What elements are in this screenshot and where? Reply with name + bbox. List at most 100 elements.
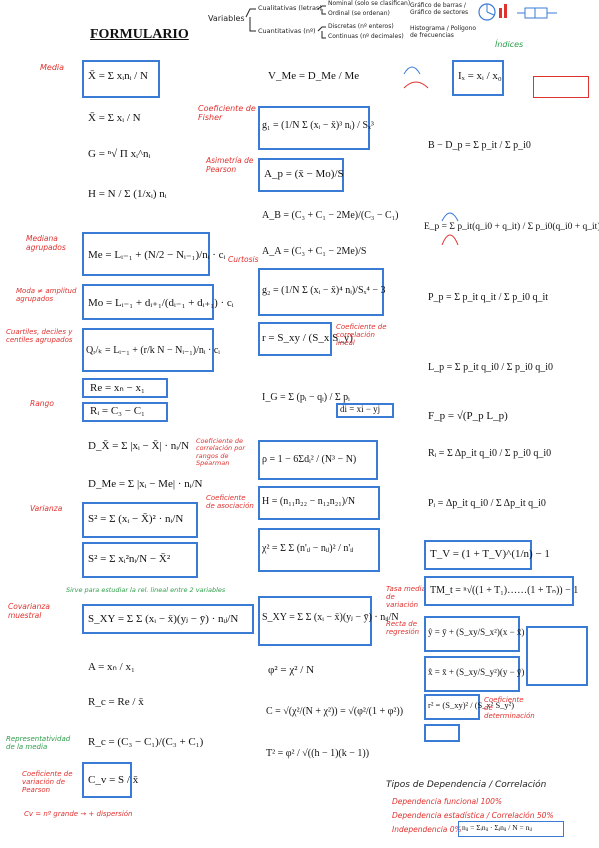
box-media-ponderada [82,60,160,98]
label-rango: Rango [30,399,54,408]
formula-fisher: g₁ = (1/N Σ (xᵢ − x̄)³ nᵢ) / Sₓ³ [262,120,374,131]
formula-varianza-a: S² = Σ (xᵢ − X̄)² · nᵢ/N [88,513,184,525]
dep-funcional: Dependencia funcional 100% [392,797,503,806]
label-covarianza: Covarianza muestral [8,602,50,620]
label-indices: Índices [495,40,524,49]
formula-repercusion: Rᵢ = Σ Δp_it q_i0 / Σ p_i0 q_i0 [428,448,552,459]
box-coef-variacion [82,762,132,798]
box-correlacion [258,322,332,356]
label-cuartiles: Cuartiles, deciles y centiles agrupados [6,328,73,345]
formula-phi2: φ² = χ² / N [268,664,315,676]
formula-indice-simple: Iₓ = xᵢ / x₀ [458,70,502,82]
formula-regresion-x: x̂ = x̄ + (S_xy/S_y²)(y − ȳ) [428,667,525,677]
label-moda: Moda ≠ amplitud agrupados [16,287,77,304]
formula-asociacion: H = (n₁₁n₂₂ − n₁₂n₂₁)/N [262,496,356,507]
formula-participacion: Pᵢ = Δp_it q_i0 / Σ Δp_it q_i0 [428,498,546,509]
box-recorrido-intercuartilico [82,402,168,422]
formula-laspeyres: L_p = Σ p_it q_i0 / Σ p_i0 q_i0 [428,362,554,373]
formula-spearman: ρ = 1 − 6Σdᵢ² / (N³ − N) [262,454,357,465]
label-coef-variacion: Coeficiente de variación de Pearson [22,770,73,795]
dep-formula: nᵢⱼ = Σᵢnᵢⱼ · Σⱼnᵢⱼ / N = nᵢⱼ [462,823,532,832]
label-correlacion: Coeficiente de correlación lineal [336,323,387,348]
distribution-sketch-icon [403,66,429,89]
formula-coef-variacion: C_v = S / x̄ [88,774,139,786]
formula-contingencia: C = √(χ²/(N + χ²)) = √(φ²/(1 + φ²)) [266,706,404,717]
formula-edgeworth: E_p = Σ p_it(q_i0 + q_it) / Σ p_i0(q_i0 … [424,222,599,232]
label-mediana: Mediana agrupados [26,234,66,252]
formula-rc1: R_c = Re / x̄ [88,696,144,708]
formula-media: X̄ = Σ xᵢ / N [88,112,141,124]
formula-curtosis: g₂ = (1/N Σ (xᵢ − x̄)⁴ nᵢ)/Sₓ⁴ − 3 [262,285,386,296]
label-spearman: Coeficiente de correlación por rangos de… [196,437,246,468]
formula-paasche: P_p = Σ p_it q_it / Σ p_i0 q_it [428,292,549,303]
box-regresion-alt [526,626,588,686]
formula-fisher-indice: F_p = √(P_p L_p) [428,410,508,422]
box-asociacion [258,486,380,520]
label-media: Media [40,63,65,72]
formula-bowley: A_B = (C₃ + C₁ − 2Me)/(C₃ − C₁) [262,210,399,221]
kurtosis-sketch-icon [441,212,459,246]
formula-tasa-media: TM_t = ⁿ√((1 + T₁)……(1 + Tₙ)) − 1 [430,585,579,596]
box-tasa-media [424,576,574,606]
label-curtosis: Curtosis [228,255,259,264]
dep-estadistica: Dependencia estadística / Correlación 50… [392,811,554,820]
formula-desviacion-mediana: D_Me = Σ |xᵢ − Me| · nᵢ/N [88,478,203,490]
formula-covarianza: S_XY = Σ Σ (xᵢ − x̄)(yⱼ − ȳ) · nᵢⱼ/N [88,613,239,625]
box-curtosis [258,268,384,316]
box-varianza-b [82,542,198,578]
formula-cuantiles: Qᵣ/ₖ = Lᵢ₋₁ + (r/k N − Nᵢ₋₁)/nᵢ · cᵢ [86,345,220,356]
scheme-continuous: Continuas (nº decimales) [328,33,404,40]
box-di [336,403,394,418]
note-covarianza: Sirve para estudiar la rel. lineal entre… [66,586,226,594]
formula-tasa-variacion: T_V = (1 + T_V)^(1/n) − 1 [430,548,550,560]
label-tasa-media: Tasa media de variación [386,585,426,610]
formula-media-ponderada: X̄ = Σ xᵢnᵢ / N [88,70,148,82]
label-recta-regresion: Recta de regresión [386,620,420,637]
formula-a: A = xₙ / x₁ [88,661,135,673]
box-asimetria-pearson [258,158,344,192]
scheme-qual: Cualitativas (letras) [258,4,322,12]
label-asimetria: Asimetría de Pearson [206,156,254,174]
box-recorrido [82,378,168,398]
label-fisher: Coeficiente de Fisher [198,104,256,123]
box-moda [82,284,214,320]
box-determinacion [424,694,480,720]
scheme-quant: Cuantitativas (nº) [258,27,316,35]
box-cuantiles [82,328,214,372]
formula-vme: V_Me = D_Me / Me [268,70,360,82]
note-coef-variacion: Cv = nº grande → + dispersión [24,810,133,818]
box-indice-simple [452,60,504,96]
box-covarianza [82,604,254,634]
formula-tschuprow: T² = φ² / √((h − 1)(k − 1)) [266,748,370,759]
pie-sketch-icon [478,3,507,21]
formula-varianza-b: S² = Σ xᵢ²nᵢ/N − X̄² [88,553,171,565]
formula-asimetria-pearson: A_p = (x̄ − Mo)/S [264,168,344,180]
label-asociacion: Coeficiente de asociación [206,494,254,511]
label-representatividad: Representatividad de la media [6,735,71,752]
label-varianza: Varianza [30,504,63,513]
formula-geometrica: G = ⁿ√ Π xᵢ^nᵢ [88,148,151,160]
formula-correlacion: r = S_xy / (S_x S_y) [262,332,353,344]
box-covarianza-alt [258,596,372,646]
scheme-brackets [245,5,326,39]
box-indice-notas [533,76,589,98]
formula-recorrido: Re = xₙ − x₁ [90,382,145,394]
formula-armonica: H = N / Σ (1/xᵢ) nᵢ [88,188,167,200]
formula-moda: Mo = Lᵢ₋₁ + dᵢ₊₁/(dᵢ₋₁ + dᵢ₊₁) · cᵢ [88,297,234,309]
box-varianza-a [82,502,198,538]
formula-recorrido-intercuartilico: Rᵢ = C₃ − C₁ [90,405,145,417]
formula-asimetria-a: A_A = (C₃ + C₁ − 2Me)/S [262,246,367,257]
box-tasa-variacion [424,540,532,570]
scheme-charts-qual: Gráfico de barras / Gráfico de sectores [410,2,469,16]
formula-mediana: Me = Lᵢ₋₁ + (N/2 − Nᵢ₋₁)/nᵢ · cᵢ [88,249,226,261]
box-mediana [82,232,210,276]
scheme-ordinal: Ordinal (se ordenan) [328,10,390,17]
scheme-discrete: Discretas (nº enteros) [328,23,394,30]
scheme-root: Variables [208,14,245,23]
page-title: FORMULARIO [90,27,189,42]
label-determinacion: Coeficiente de determinación [484,696,535,721]
boxplot-sketch-icon [517,7,557,19]
box-indice-bajo [424,724,460,742]
dep-title: Tipos de Dependencia / Correlación [386,780,547,790]
